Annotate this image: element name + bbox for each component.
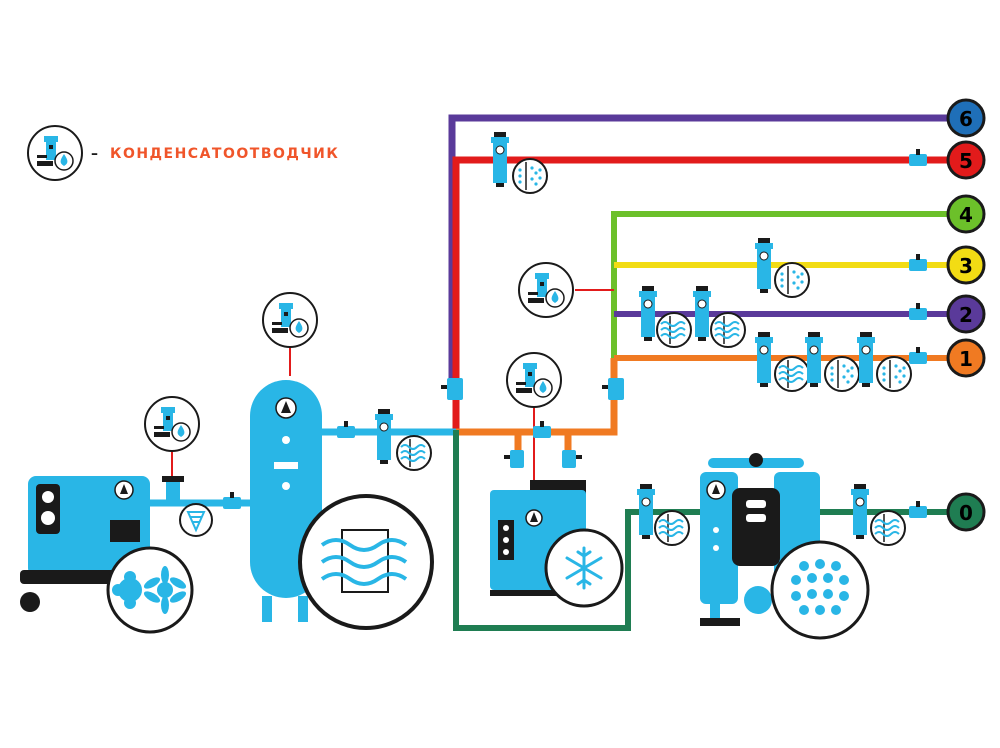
legend-dash: –: [91, 146, 100, 162]
outlet-label: 5: [959, 149, 973, 173]
outlet-label: 0: [959, 501, 973, 525]
valve-line-3[interactable]: [909, 254, 927, 271]
receiver: [250, 380, 434, 630]
filter-line-1-a: [754, 331, 810, 392]
valve-dryer-out[interactable]: [562, 450, 582, 468]
cyclone-separator: [162, 476, 213, 537]
snowflake-icon: [544, 528, 624, 608]
valve-receiver[interactable]: [337, 421, 355, 438]
valve-line-5[interactable]: [909, 149, 927, 166]
valve-line-0[interactable]: [909, 501, 927, 518]
outlet-circle: [946, 245, 986, 285]
valve-riser-right[interactable]: [602, 378, 624, 400]
filter-line-1-b: [804, 331, 860, 392]
pipe-line-4: [611, 211, 950, 358]
outlet-circle: [946, 98, 986, 138]
filter-line-0: [850, 483, 906, 546]
outlet-label: 1: [959, 347, 973, 371]
outlet-circle: [946, 294, 986, 334]
filter-line-2-a: [638, 285, 692, 348]
air-flow-icon: [298, 494, 434, 630]
outlet-circle: [946, 338, 986, 378]
outlet-label: 3: [959, 254, 973, 278]
outlet-circle: [946, 492, 986, 532]
rotary-screw-icon: [106, 546, 194, 634]
pipe-line-6: [448, 114, 950, 400]
valve-line-2[interactable]: [909, 303, 927, 320]
outlet-3: 3: [946, 245, 986, 285]
valve-riser-left[interactable]: [441, 378, 463, 400]
filter-line-5: [490, 131, 548, 194]
legend-label: КОНДЕНСАТООТВОДЧИК: [110, 146, 339, 162]
outlet-0: 0: [946, 492, 986, 532]
outlet-label: 4: [959, 203, 973, 227]
filter-adsorption-inlet: [636, 483, 690, 546]
filter-line-1-c: [856, 331, 912, 392]
outlet-4: 4: [946, 194, 986, 234]
condensate-drain-icon: [144, 396, 200, 452]
adsorption-dryer: [700, 453, 870, 640]
outlet-6: 6: [946, 98, 986, 138]
outlet-circle: [946, 140, 986, 180]
condensate-drain-icon: [262, 292, 318, 348]
outlet-label: 2: [959, 303, 973, 327]
legend-condensate-drain-icon: [27, 125, 83, 181]
outlet-2: 2: [946, 294, 986, 334]
valve-dryer-in[interactable]: [504, 450, 524, 468]
refrigerated-dryer: [490, 480, 624, 608]
valve-line-1[interactable]: [909, 347, 927, 364]
valve-compressor[interactable]: [223, 492, 241, 509]
outlet-label: 6: [959, 107, 973, 131]
pipe-line-5: [452, 156, 950, 430]
outlet-5: 5: [946, 140, 986, 180]
filter-line-3: [754, 237, 810, 298]
outlet-markers: 6 5 4 3 2 1 0: [946, 98, 986, 532]
adsorbent-beads-icon: [770, 540, 870, 640]
compressor: [20, 476, 194, 634]
filter-line-2-b: [692, 285, 746, 348]
outlet-1: 1: [946, 338, 986, 378]
valve-dryer-bypass[interactable]: [533, 421, 551, 438]
condensate-drain-icon: [518, 262, 574, 318]
condensate-drain-icon: [506, 352, 562, 408]
filter-receiver-outlet: [374, 408, 432, 471]
outlet-circle: [946, 194, 986, 234]
